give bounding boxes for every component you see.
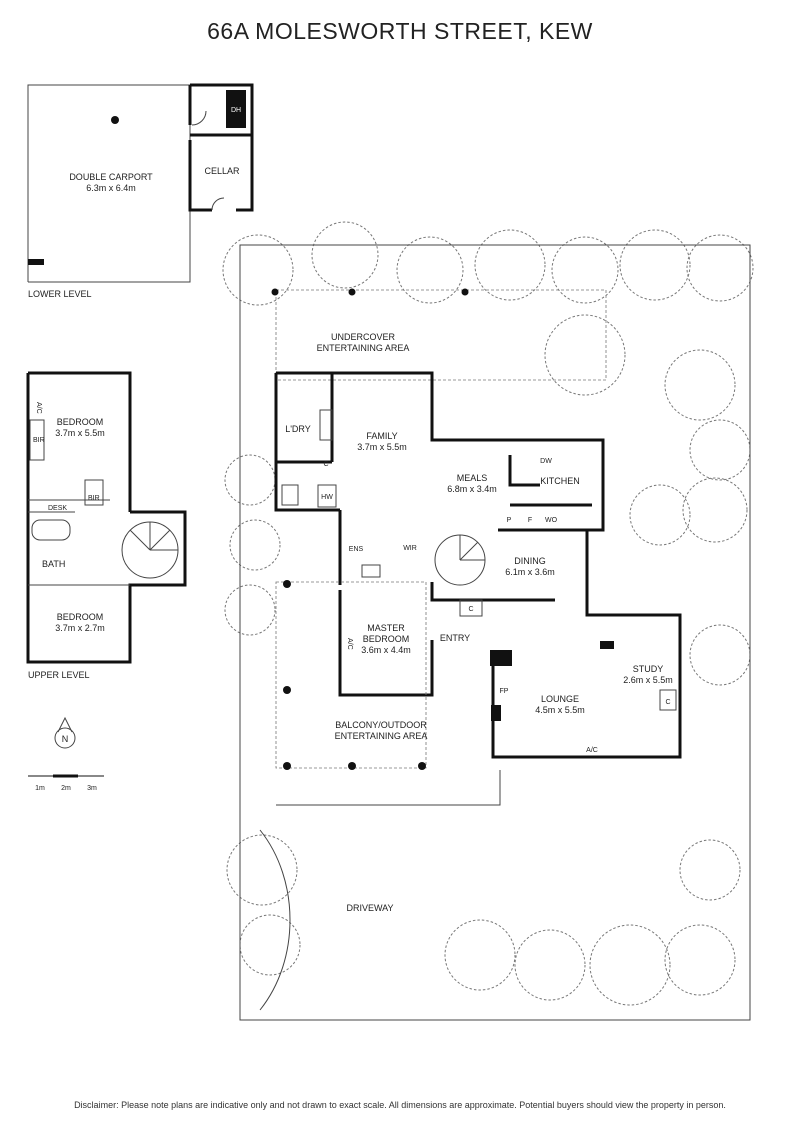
plan-title: 66A MOLESWORTH STREET, KEW xyxy=(207,18,593,44)
scale-1m: 1m xyxy=(35,785,45,792)
tree-canopy xyxy=(311,221,379,289)
tree-canopy xyxy=(664,349,736,421)
upper-bedroom2-dims: 3.7m x 2.7m xyxy=(55,623,105,633)
family-dims: 3.7m x 5.5m xyxy=(357,442,407,452)
tree-canopy xyxy=(514,929,586,1001)
wall-oven-label: WO xyxy=(545,517,558,524)
carport-dims: 6.3m x 6.4m xyxy=(86,183,136,193)
dining-c-label: C xyxy=(468,606,473,613)
upper-bedroom1-name: BEDROOM xyxy=(57,417,104,427)
scale-bar: 1m 2m 3m xyxy=(28,774,104,792)
upper-level-label: UPPER LEVEL xyxy=(28,670,90,680)
tree-canopy xyxy=(444,919,516,991)
tree-canopy xyxy=(474,229,546,301)
disclaimer: Disclaimer: Please note plans are indica… xyxy=(74,1100,726,1110)
desk-label: DESK xyxy=(48,505,67,512)
dw-label: DW xyxy=(540,458,552,465)
carport-name: DOUBLE CARPORT xyxy=(69,172,153,182)
tree-canopy xyxy=(222,234,294,306)
tree-canopy xyxy=(686,234,754,302)
tree-canopy xyxy=(679,839,741,901)
tree-canopy xyxy=(589,924,671,1006)
dining-name: DINING xyxy=(514,556,546,566)
cellar-label: CELLAR xyxy=(204,166,240,176)
upper-level: A/C BEDROOM 3.7m x 5.5m BIR BIR DESK BAT… xyxy=(26,371,187,680)
wir-label: WIR xyxy=(403,545,417,552)
dining-dims: 6.1m x 3.6m xyxy=(505,567,555,577)
upper-bedroom1-dims: 3.7m x 5.5m xyxy=(55,428,105,438)
master-line1: MASTER xyxy=(367,623,405,633)
laundry-c-label: C xyxy=(323,461,328,468)
tree-canopy xyxy=(619,229,691,301)
tree-canopy xyxy=(689,419,751,481)
tree-canopy xyxy=(544,314,626,396)
family-name: FAMILY xyxy=(366,431,397,441)
tree-canopy xyxy=(396,236,464,304)
laundry-label: L'DRY xyxy=(285,424,311,434)
ac-lounge-label: A/C xyxy=(586,747,598,754)
ens-label: ENS xyxy=(349,546,364,553)
master-line2: BEDROOM xyxy=(363,634,410,644)
bath-label: BATH xyxy=(42,559,65,569)
meals-dims: 6.8m x 3.4m xyxy=(447,484,497,494)
lower-level-label: LOWER LEVEL xyxy=(28,289,92,299)
balcony-line1: BALCONY/OUTDOOR xyxy=(335,720,427,730)
scale-2m: 2m xyxy=(61,785,71,792)
tree-canopy xyxy=(664,924,736,996)
study-c-label: C xyxy=(665,699,670,706)
fridge-label: F xyxy=(528,517,532,524)
lower-level: DH DOUBLE CARPORT 6.3m x 6.4m CELLAR LOW… xyxy=(27,83,254,299)
ground-floor: UNDERCOVER ENTERTAINING AREA L'DRY C HW … xyxy=(239,244,751,1021)
fp-label: FP xyxy=(500,688,509,695)
study-dims: 2.6m x 5.5m xyxy=(623,675,673,685)
meals-name: MEALS xyxy=(457,473,488,483)
balcony-line2: ENTERTAINING AREA xyxy=(335,731,428,741)
undercover-line2: ENTERTAINING AREA xyxy=(317,343,410,353)
study-name: STUDY xyxy=(633,664,664,674)
undercover-line1: UNDERCOVER xyxy=(331,332,396,342)
bir1-label: BIR xyxy=(33,437,45,444)
tree-canopy xyxy=(226,834,298,906)
north-icon: N xyxy=(62,734,69,744)
tree-canopy xyxy=(689,624,751,686)
driveway-label: DRIVEWAY xyxy=(346,903,393,913)
hw-label: HW xyxy=(321,494,333,501)
dh-label: DH xyxy=(231,107,241,114)
lounge-dims: 4.5m x 5.5m xyxy=(535,705,585,715)
bir2-label: BIR xyxy=(88,495,100,502)
pantry-label: P xyxy=(507,517,512,524)
tree-canopy xyxy=(682,477,748,543)
entry-label: ENTRY xyxy=(440,633,470,643)
tree-canopy xyxy=(224,454,276,506)
ac-master-label: A/C xyxy=(346,638,353,650)
upper-bedroom2-name: BEDROOM xyxy=(57,612,104,622)
compass: N xyxy=(54,716,76,749)
scale-3m: 3m xyxy=(87,785,97,792)
tree-canopy xyxy=(629,484,691,546)
tree-canopy xyxy=(224,584,276,636)
master-dims: 3.6m x 4.4m xyxy=(361,645,411,655)
tree-canopy xyxy=(239,914,301,976)
ac-upper-label: A/C xyxy=(35,402,42,414)
kitchen-label: KITCHEN xyxy=(540,476,580,486)
lounge-name: LOUNGE xyxy=(541,694,579,704)
trees xyxy=(222,221,754,1006)
tree-canopy xyxy=(551,236,619,304)
tree-canopy xyxy=(229,519,281,571)
